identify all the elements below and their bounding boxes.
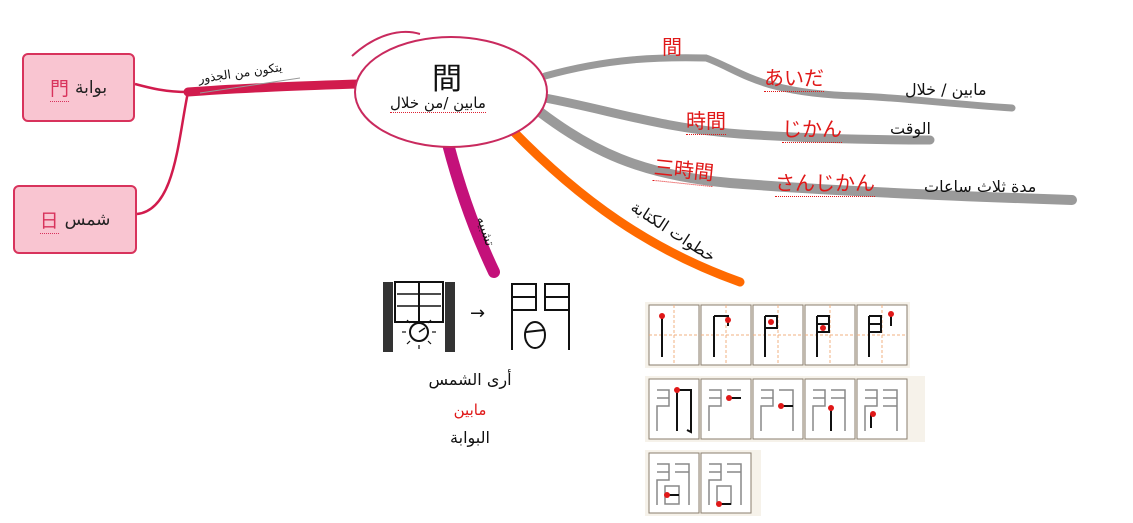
branch-vocab-2 <box>540 93 935 145</box>
mnemonic-line1: أرى الشمس <box>428 370 512 389</box>
mnemonic-arrow: → <box>470 303 486 324</box>
mnemonic-line3: البوابة <box>450 428 490 447</box>
stroke-steps-6-10 <box>648 378 908 440</box>
branch-similar <box>442 138 500 278</box>
vocab-meaning-3: مدة ثلاث ساعات <box>924 177 1037 196</box>
vocab-meaning-2: الوقت <box>890 119 931 138</box>
stroke-grid-row-2 <box>645 376 925 442</box>
root-node-gate: بوابة 門 <box>22 53 135 122</box>
branch-vocab-3 <box>535 107 1077 205</box>
root-kanji-gate: 門 <box>49 74 69 102</box>
stroke-steps-11-12 <box>648 452 752 514</box>
branch-vocab-1 <box>541 54 1016 112</box>
vocab-reading-2: じかん <box>782 113 842 143</box>
stroke-grid-row-1 <box>645 302 910 368</box>
root-label-gate: بوابة <box>74 77 108 98</box>
vocab-meaning-1: مابين / خلال <box>905 80 987 99</box>
branch-strokes <box>507 125 745 287</box>
root-kanji-sun: 日 <box>39 206 59 234</box>
vocab-reading-3: さんじかん <box>775 167 875 197</box>
vocab-word-1: 間 <box>662 35 682 59</box>
gate-sun-icon <box>383 281 570 352</box>
branch-root-gate <box>134 82 189 94</box>
mnemonic-line2: مابين <box>453 401 487 419</box>
stroke-steps-1-5 <box>648 304 908 366</box>
center-kanji: 間 <box>432 62 462 97</box>
vocab-reading-1: あいだ <box>764 62 824 92</box>
branch-root-sun <box>136 91 190 216</box>
stroke-grid-row-3 <box>645 450 761 516</box>
center-meaning: مابين /من خلال <box>390 94 486 113</box>
branch-root-main <box>183 79 363 97</box>
root-node-sun: شمس 日 <box>13 185 137 254</box>
vocab-word-2: 時間 <box>686 105 726 135</box>
vocab-word-3: 三時間 <box>652 150 716 188</box>
root-label-sun: شمس <box>64 209 111 230</box>
center-node-outline <box>354 36 548 148</box>
